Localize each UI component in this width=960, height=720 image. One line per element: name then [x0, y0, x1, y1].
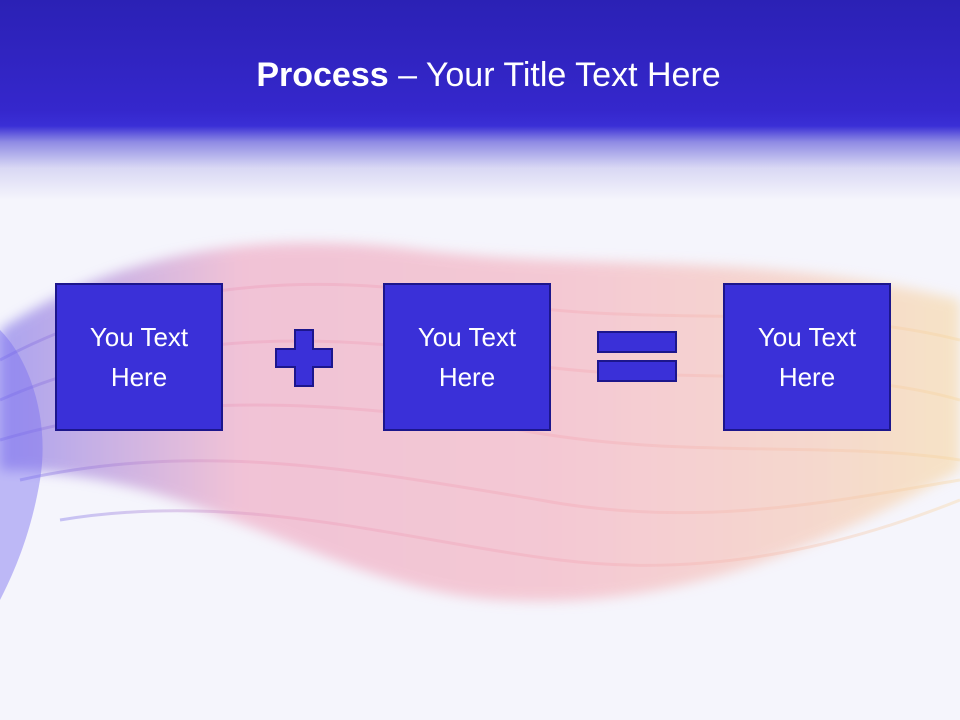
process-box-3-text: You Text Here — [757, 322, 857, 392]
process-box-3: You Text Here — [723, 283, 891, 431]
header-band — [0, 0, 960, 200]
equals-icon — [597, 331, 677, 382]
title-bold-text: Process — [256, 56, 389, 94]
title-rest-text: – Your Title Text Here — [388, 56, 721, 94]
slide-title: Process – Your Title Text Here — [0, 54, 960, 96]
process-box-2-text: You Text Here — [417, 322, 517, 392]
process-box-2: You Text Here — [383, 283, 551, 431]
process-box-1-text: You Text Here — [89, 322, 189, 392]
process-box-1: You Text Here — [55, 283, 223, 431]
plus-icon — [275, 329, 333, 387]
